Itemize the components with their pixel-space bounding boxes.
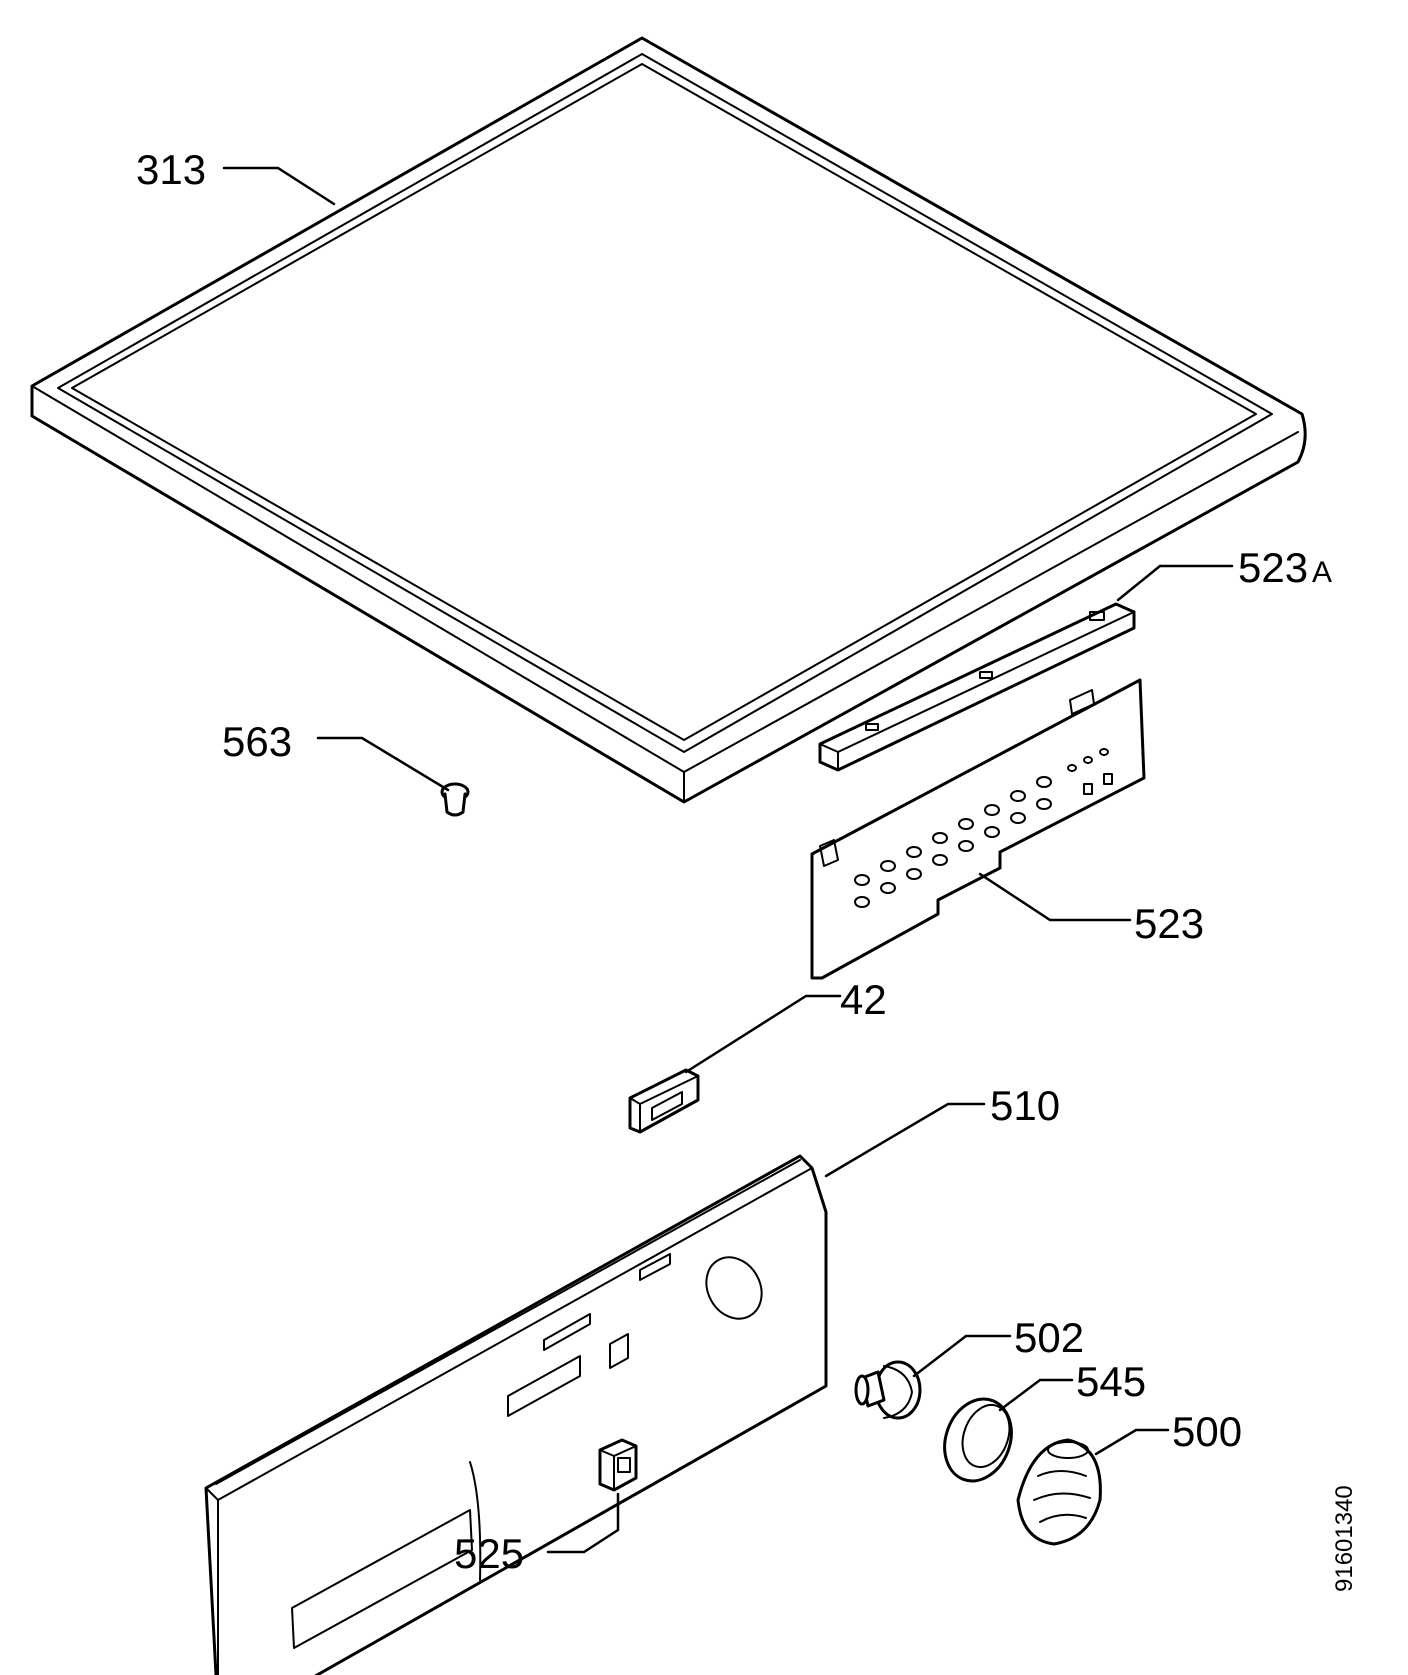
part-523-board bbox=[810, 678, 1146, 980]
label-42: 42 bbox=[840, 976, 887, 1023]
label-525: 525 bbox=[454, 1530, 524, 1577]
board-holes bbox=[854, 748, 1113, 908]
part-510-control-panel bbox=[204, 1154, 828, 1675]
label-502: 502 bbox=[1014, 1314, 1084, 1361]
label-563: 563 bbox=[222, 718, 292, 765]
leader-lines bbox=[222, 166, 1234, 1554]
part-502-spindle bbox=[854, 1360, 922, 1420]
label-523: 523 bbox=[1134, 900, 1204, 947]
document-number: 91601340 bbox=[1331, 1485, 1358, 1592]
part-525-button bbox=[598, 1438, 638, 1492]
part-545-ring bbox=[943, 1397, 1013, 1483]
part-523a-bracket bbox=[818, 602, 1136, 772]
part-42-latch bbox=[628, 1068, 700, 1134]
part-labels: 313 523 A 563 523 42 510 502 545 500 525 bbox=[136, 146, 1332, 1577]
part-500-knob bbox=[1016, 1438, 1102, 1546]
label-523a: 523 bbox=[1238, 544, 1308, 591]
label-510: 510 bbox=[990, 1082, 1060, 1129]
label-313: 313 bbox=[136, 146, 206, 193]
part-313-top-cover bbox=[30, 36, 1307, 804]
label-523a-suffix: A bbox=[1312, 556, 1332, 589]
label-500: 500 bbox=[1172, 1408, 1242, 1455]
part-563-plug bbox=[440, 782, 470, 817]
label-545: 545 bbox=[1076, 1358, 1146, 1405]
